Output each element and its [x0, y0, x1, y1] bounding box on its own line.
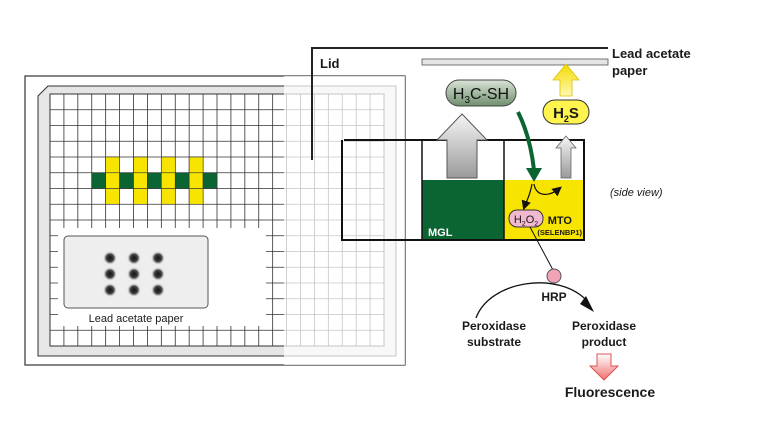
fluorescence-arrow — [588, 353, 620, 381]
selenbp1-label: (SELENBP1) — [537, 228, 582, 237]
plate-well — [174, 172, 190, 189]
paper-spot — [103, 283, 117, 297]
h2o2-label: H2O2 — [514, 214, 538, 228]
h2s-up-arrow — [552, 63, 580, 97]
plate-well — [161, 156, 176, 174]
hrp-arc-arrowhead — [580, 296, 594, 312]
methanethiol-label: H3C-SH — [453, 86, 509, 106]
h2o2-to-hrp-line — [529, 226, 554, 271]
plate-well — [105, 156, 120, 174]
paper-spot — [103, 267, 117, 281]
plate-well — [188, 188, 204, 205]
plate-well — [133, 156, 148, 174]
paper-inset-caption: Lead acetate paper — [89, 313, 184, 325]
h2o2-pill — [508, 209, 544, 228]
plate-well — [202, 172, 218, 189]
highlighted-wells — [91, 156, 218, 205]
peroxidase-substrate-line2: substrate — [467, 335, 521, 349]
h2s-badge: H2S — [542, 99, 590, 125]
methanethiol-to-mto-arrow — [516, 111, 536, 171]
plate-well — [188, 172, 204, 189]
paper-spot — [151, 251, 165, 265]
methanethiol-release-arrow — [435, 113, 489, 179]
peroxidase-substrate-line1: Peroxidase — [462, 319, 526, 333]
paper-spot — [127, 283, 141, 297]
methanethiol-badge: H3C-SH — [445, 79, 517, 107]
lid-overlay — [284, 76, 405, 365]
peroxidase-product-line1: Peroxidase — [572, 319, 636, 333]
paper-spot — [151, 283, 165, 297]
h2s-pill — [542, 99, 590, 125]
hrp-label: HRP — [541, 290, 566, 304]
mgl-liquid — [422, 180, 504, 240]
green-arrowhead — [526, 168, 542, 182]
h2o2-formation-arrow — [521, 183, 533, 211]
lid-line — [311, 47, 608, 160]
plate-well — [133, 172, 148, 189]
hrp-reaction-arc — [475, 282, 589, 319]
paper-spot — [127, 267, 141, 281]
mgl-label: MGL — [428, 227, 453, 239]
plate-well — [119, 172, 134, 189]
lead-acetate-label-line1: Lead acetate — [612, 46, 691, 61]
plate-well — [161, 172, 176, 189]
fluorescence-label: Fluorescence — [565, 384, 655, 400]
side-view-label: (side view) — [610, 187, 663, 199]
paper-spot — [151, 267, 165, 281]
plate-well — [147, 172, 162, 189]
plate-well — [105, 172, 120, 189]
paper-spot — [127, 251, 141, 265]
lead-acetate-label-line2: paper — [612, 63, 647, 78]
lead-acetate-paper-inset: Lead acetate paper — [58, 228, 266, 326]
mto-label: MTO — [548, 215, 573, 227]
h2s-formation-arrow — [533, 183, 562, 197]
h2s-release-arrow-small — [555, 135, 577, 179]
lid-label: Lid — [320, 56, 340, 71]
plate-well — [91, 172, 106, 189]
plate-well — [188, 156, 204, 174]
methanethiol-pill — [445, 79, 517, 107]
plate-well — [105, 188, 120, 205]
plate-well — [133, 188, 148, 205]
peroxidase-product-line2: product — [582, 335, 627, 349]
lead-acetate-paper-strip — [421, 58, 609, 66]
plate-well — [161, 188, 176, 205]
h2o2-badge: H2O2 — [508, 209, 544, 228]
h2s-label: H2S — [553, 105, 579, 124]
paper-spot — [103, 251, 117, 265]
hrp-node — [546, 268, 562, 284]
paper-spots — [103, 251, 165, 297]
